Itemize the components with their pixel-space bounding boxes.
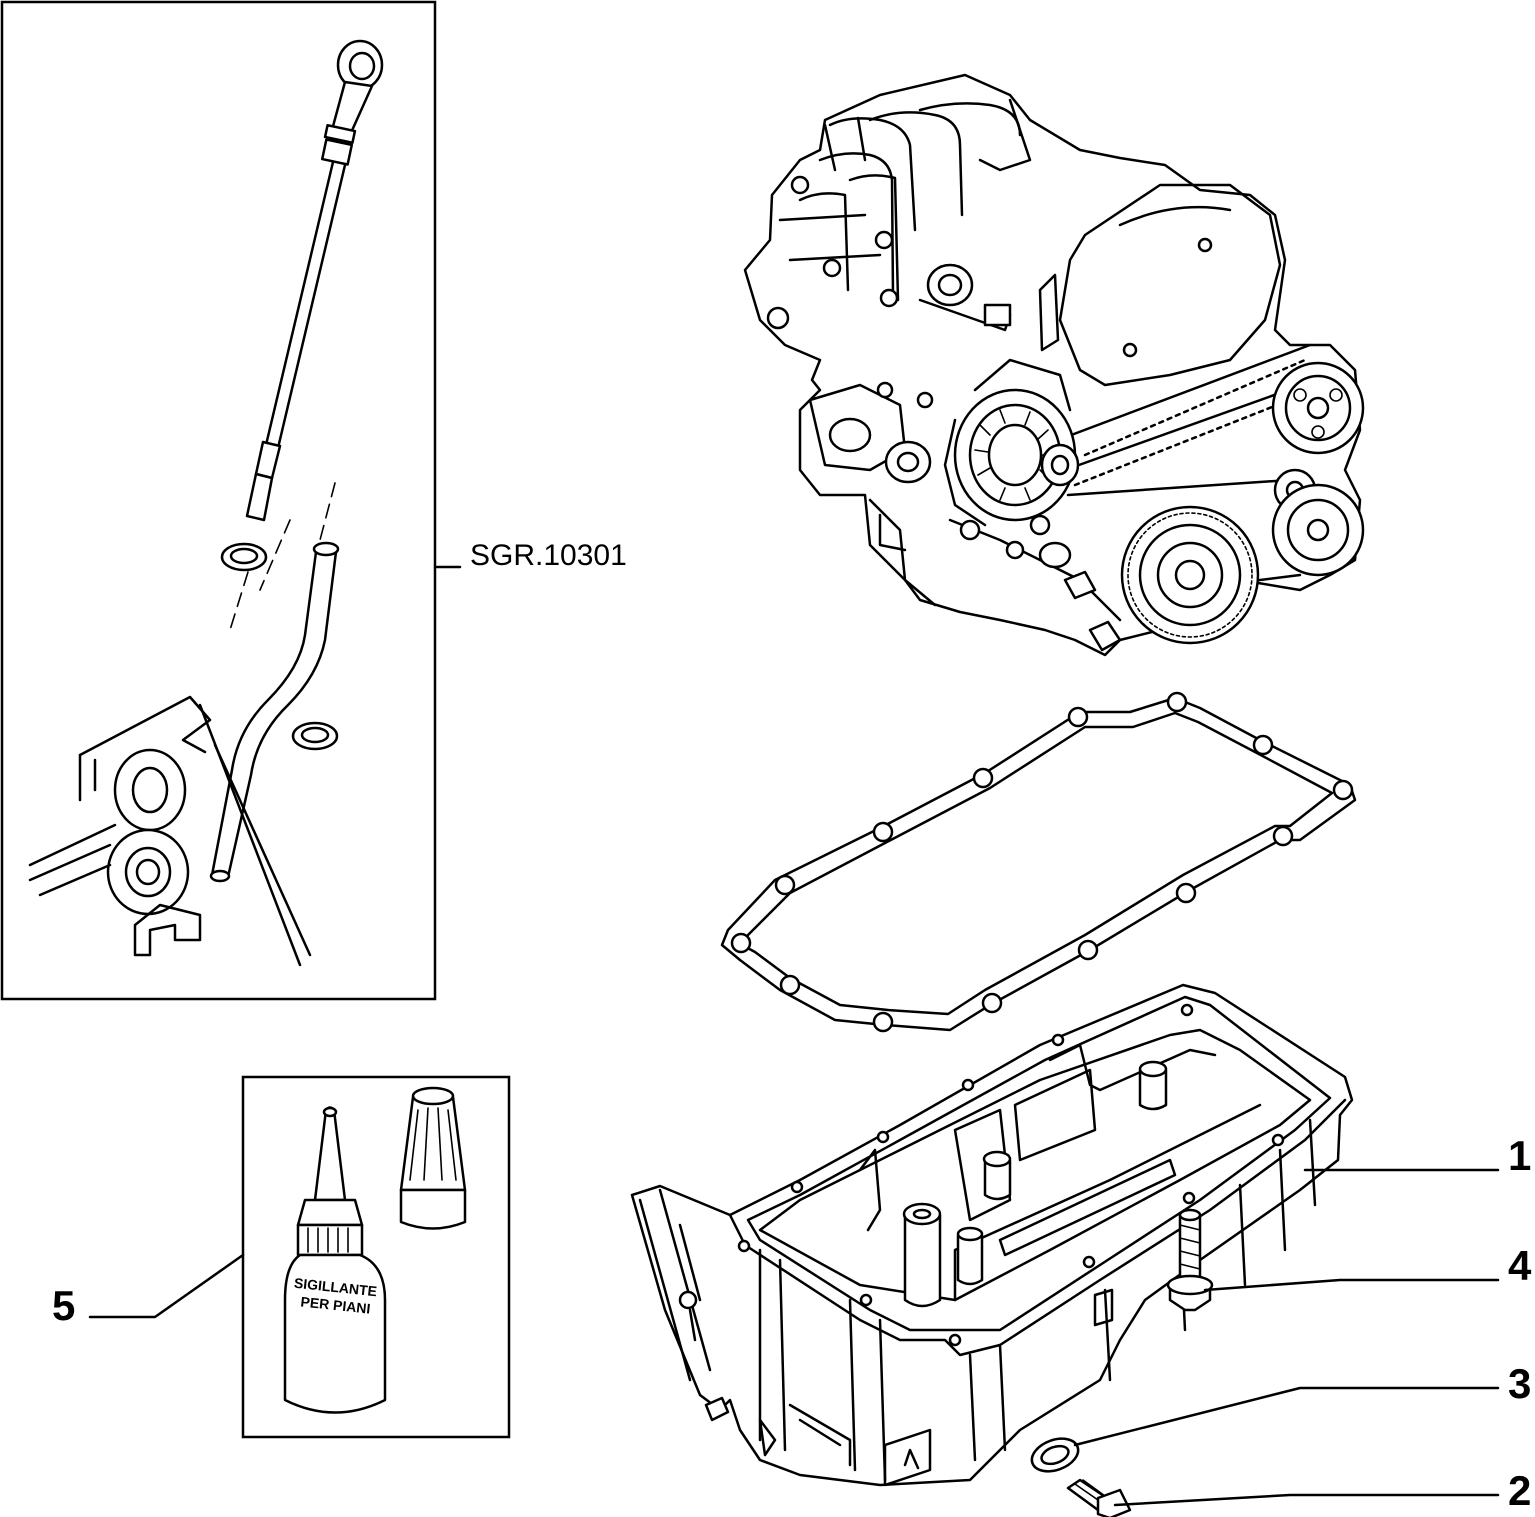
callout-number-4: 4 (1508, 1242, 1532, 1289)
oil-pan (630, 983, 1354, 1487)
alternator (943, 358, 1080, 527)
sealant-bottle (283, 1106, 387, 1414)
engine-block-fragment (28, 695, 312, 967)
callout-leader-5 (88, 1253, 245, 1319)
throttle-body (918, 263, 1012, 332)
callout-leader-3 (1073, 1386, 1500, 1447)
kit-reference-label: SGR.10301 (470, 539, 627, 572)
dipstick-o-ring-upper (220, 542, 268, 572)
dipstick-kit-panel (0, 0, 462, 1001)
callout-leader-2 (1113, 1493, 1500, 1507)
engine-assembly (743, 73, 1365, 657)
callout-number-5: 5 (52, 1282, 75, 1329)
dipstick-kit-frame (0, 0, 437, 1001)
sealant-kit-frame (241, 1075, 511, 1439)
callout-leader-4 (1203, 1278, 1500, 1292)
dipstick-o-ring-lower (291, 721, 339, 751)
water-pump-pulley (1271, 483, 1365, 577)
starter-motor (808, 381, 934, 484)
drain-plug (1066, 1478, 1132, 1517)
dipstick-handle (320, 39, 384, 166)
oil-pan-posts (902, 1060, 1168, 1308)
oil-pan-gasket (720, 691, 1357, 1033)
sealant-kit-panel (241, 1075, 511, 1439)
callout-number-3: 3 (1508, 1360, 1531, 1407)
callout-number-2: 2 (1508, 1467, 1531, 1514)
gasket-bolt-holes (730, 691, 1354, 1033)
oil-pan-flange-holes (737, 1003, 1285, 1347)
camshaft-pulley (1271, 361, 1365, 455)
sealant-label-line2: PER PIANI (300, 1293, 371, 1316)
dipstick-guide-tube (209, 541, 340, 883)
crankshaft-pulley (1120, 505, 1260, 645)
engine-lower-block (868, 498, 1122, 652)
intake-manifold (766, 98, 1032, 330)
callout-leaders (88, 1168, 1500, 1507)
drain-plug-washer (1030, 1437, 1080, 1473)
callout-number-1: 1 (1508, 1132, 1531, 1179)
dipstick-rod (245, 160, 347, 522)
oil-pan-bolt (1166, 1208, 1214, 1312)
sealant-cap (399, 1086, 467, 1230)
timing-belt-cover (1038, 183, 1282, 387)
